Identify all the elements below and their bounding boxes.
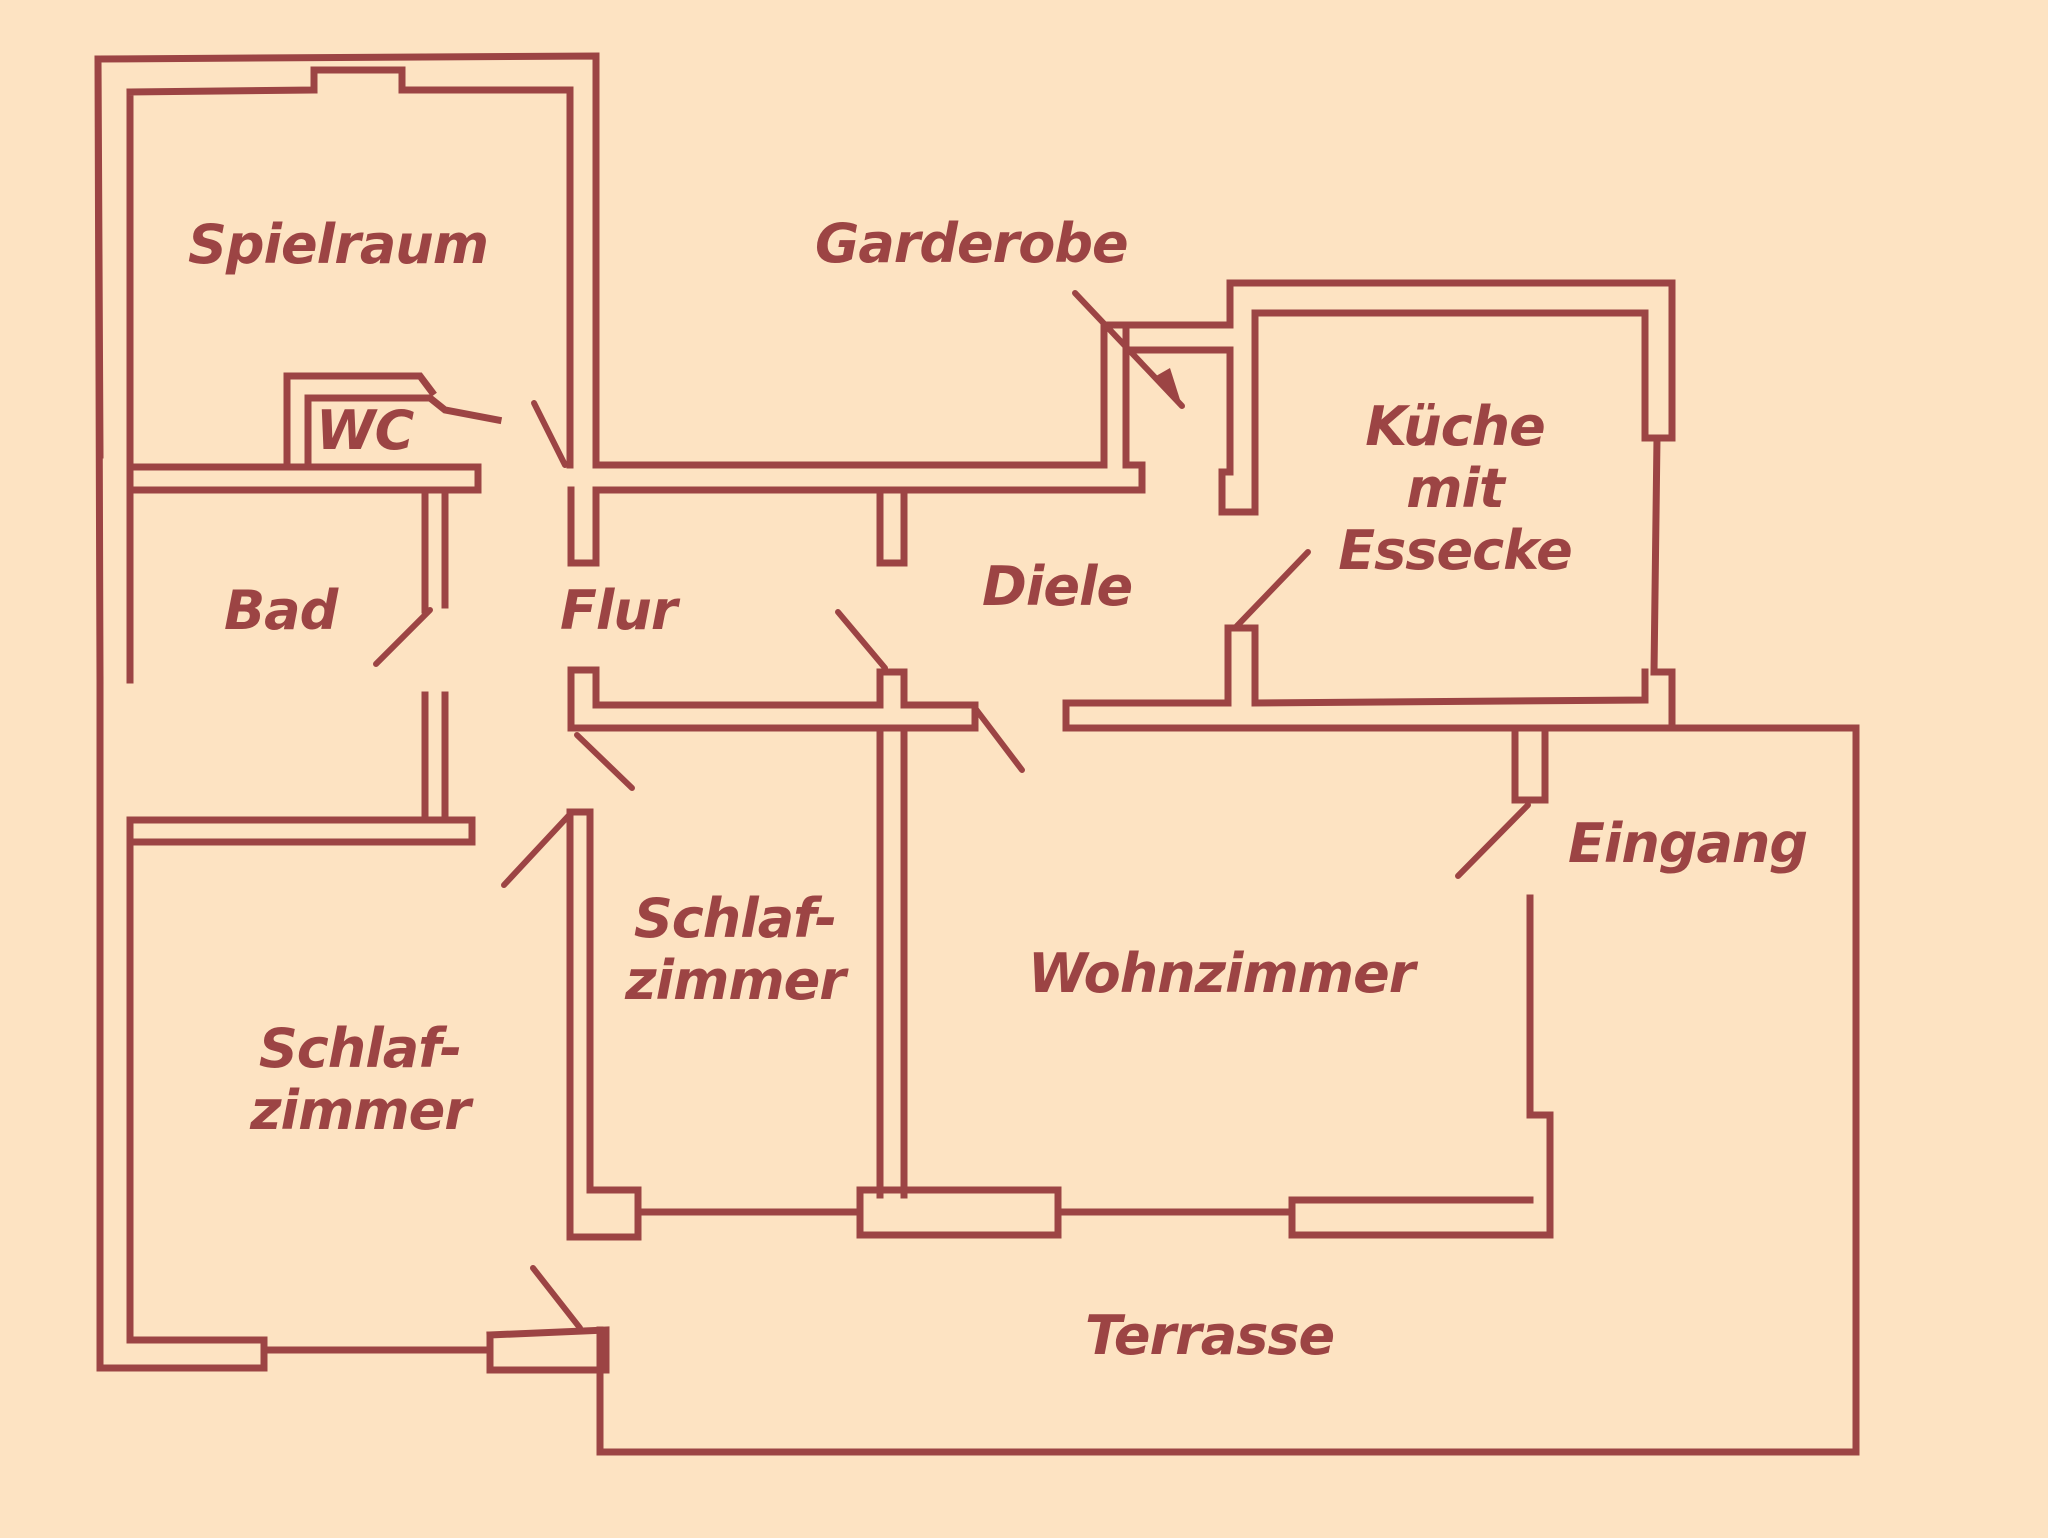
wall-flur-bottom <box>567 666 979 732</box>
door-wohnzimmer <box>972 705 1025 773</box>
wall-spielraum-outer <box>94 52 600 684</box>
door-eingang <box>1455 802 1531 879</box>
room-label-flur: Flur <box>560 579 677 642</box>
room-label-kueche-line-2: mit <box>1406 457 1505 521</box>
wall-garderobe <box>1100 279 1676 516</box>
wall-schlaf2-wohn <box>876 724 908 1199</box>
door-schlaf1 <box>501 809 575 888</box>
room-label-kueche: Küche mit Essecke <box>1320 395 1590 583</box>
room-label-kueche-line-1: Küche <box>1365 395 1545 458</box>
wall-spielraum-inner <box>126 66 574 684</box>
wall-south <box>566 808 1296 1241</box>
wall-terrasse <box>596 724 1860 1456</box>
door-schlaf2 <box>574 732 635 791</box>
wall-eingang <box>1288 724 1554 1239</box>
room-label-schlafzimmer-2-line-2: zimmer <box>625 949 846 1013</box>
wall-flur-top <box>567 321 1146 567</box>
room-label-schlafzimmer-1-line-1: Schlaf- <box>258 1017 462 1080</box>
door-terrasse <box>530 1265 583 1331</box>
room-label-kueche-line-3: Essecke <box>1338 519 1572 583</box>
wall-bad-schlaf1 <box>96 676 610 1374</box>
door-wc <box>531 400 568 468</box>
wall-spielraum-bad <box>132 463 482 614</box>
room-label-wohnzimmer: Wohnzimmer <box>1028 942 1415 1005</box>
room-label-terrasse: Terrasse <box>1085 1304 1335 1367</box>
door-garderobe <box>1072 290 1185 409</box>
room-label-eingang: Eingang <box>1568 812 1808 875</box>
door-kueche <box>1232 549 1311 631</box>
wall-wc <box>283 372 503 469</box>
room-label-schlafzimmer-2: Schlaf- zimmer <box>615 887 855 1013</box>
room-label-garderobe: Garderobe <box>815 212 1129 275</box>
room-label-schlafzimmer-2-line-1: Schlaf- <box>633 887 837 950</box>
room-label-bad: Bad <box>224 579 338 642</box>
room-label-spielraum: Spielraum <box>188 213 489 276</box>
garderobe-arrow-icon <box>1156 368 1182 406</box>
room-label-wc: WC <box>316 399 414 462</box>
door-bad <box>373 607 433 667</box>
room-label-diele: Diele <box>982 555 1133 618</box>
wall-kueche <box>1062 434 1676 732</box>
room-label-schlafzimmer-1: Schlaf- zimmer <box>240 1017 480 1143</box>
room-label-schlafzimmer-1-line-2: zimmer <box>250 1079 471 1143</box>
door-flur-diele <box>835 609 888 671</box>
